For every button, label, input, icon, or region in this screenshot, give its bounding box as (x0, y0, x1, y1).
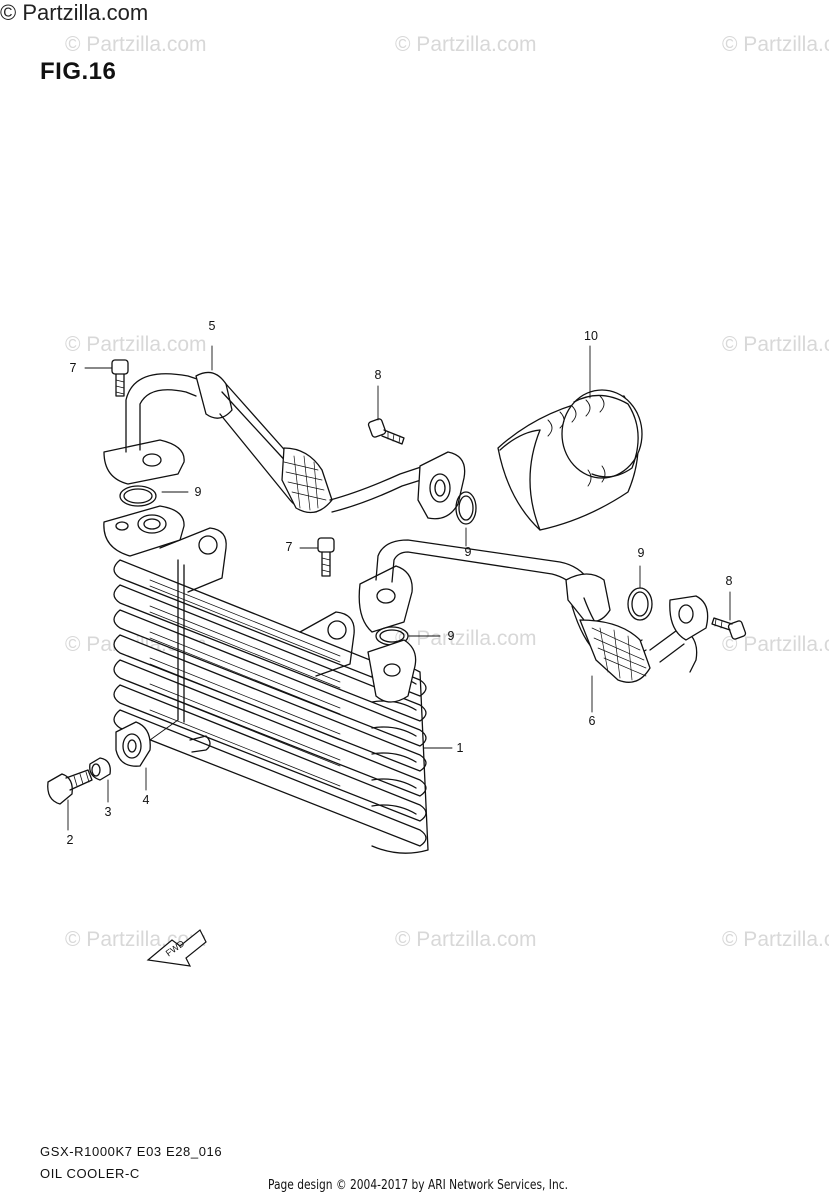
bolt (318, 538, 334, 576)
grommet (116, 722, 150, 766)
fwd-arrow: FWD (148, 930, 206, 966)
figure-title: FIG.16 (40, 58, 117, 85)
outlet-flange-upper (418, 452, 465, 519)
watermark: © Partzilla.com (722, 928, 829, 951)
callout-9: 9 (194, 485, 202, 499)
watermark: © Partzilla.com (65, 333, 207, 356)
callout-7: 7 (69, 361, 77, 375)
callout-8: 8 (374, 368, 382, 382)
section-name: OIL COOLER-C (40, 1166, 140, 1181)
inlet-flange (104, 506, 184, 556)
callout-9: 9 (464, 545, 472, 559)
callout-9: 9 (447, 629, 455, 643)
oil-cooler-core (114, 528, 428, 853)
lower-oil-pipe (359, 540, 707, 682)
callout-2: 2 (66, 833, 74, 847)
bolt (48, 770, 92, 804)
callout-7: 7 (285, 540, 293, 554)
oil-filter (498, 390, 642, 530)
bolt (368, 418, 404, 444)
watermark: © Partzilla.com (722, 33, 829, 56)
center-watermark: © Partzilla.com (0, 0, 149, 25)
model-code: GSX-R1000K7 E03 E28_016 (40, 1144, 223, 1159)
watermark: © Partzilla.com (395, 928, 537, 951)
bolt (712, 618, 746, 640)
callout-4: 4 (142, 793, 150, 807)
watermark: © Partzilla.com (395, 33, 537, 56)
callout-8: 8 (725, 574, 733, 588)
washer (90, 758, 111, 780)
callout-9: 9 (637, 546, 645, 560)
page-credit: Page design © 2004-2017 by ARI Network S… (268, 1178, 568, 1193)
bolt (112, 360, 128, 396)
watermark: © Partzilla.com (722, 633, 829, 656)
callout-10: 10 (584, 329, 598, 343)
callout-5: 5 (208, 319, 216, 333)
callout-3: 3 (104, 805, 112, 819)
leader-lines (68, 346, 730, 830)
o-ring (456, 492, 476, 524)
watermark: © Partzilla.com (395, 627, 537, 650)
callout-1: 1 (456, 741, 464, 755)
watermark: © Partzilla.com (722, 333, 829, 356)
callout-6: 6 (588, 714, 596, 728)
watermark: © Partzilla.com (65, 33, 207, 56)
o-ring (120, 486, 156, 506)
upper-oil-hose (104, 372, 440, 512)
